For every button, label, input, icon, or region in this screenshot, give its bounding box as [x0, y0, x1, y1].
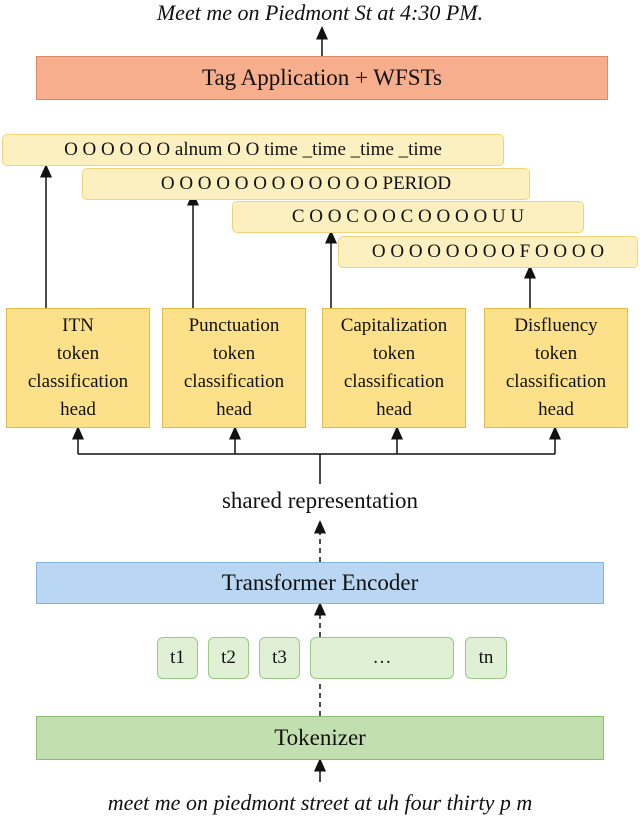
punctuation-classification-head: Punctuation token classification head	[162, 308, 306, 428]
head-line: classification	[505, 371, 607, 392]
head-line: head	[60, 399, 96, 420]
token-t3: t3	[259, 637, 300, 679]
disfluency-tag-sequence: O O O O O O O O F O O O O	[338, 236, 638, 268]
head-line: head	[216, 399, 252, 420]
punctuation-tag-sequence: O O O O O O O O O O O O PERIOD	[82, 168, 530, 200]
head-line: classification	[27, 371, 129, 392]
token-t1: t1	[157, 637, 198, 679]
head-line: Punctuation	[188, 315, 280, 336]
head-line: ITN	[62, 315, 94, 336]
head-line: token	[534, 343, 578, 364]
token-t2: t2	[208, 637, 249, 679]
head-line: Disfluency	[514, 315, 598, 336]
tag-application-box: Tag Application + WFSTs	[36, 56, 608, 100]
head-line: token	[56, 343, 100, 364]
tokenizer-box: Tokenizer	[36, 716, 604, 760]
capitalization-tag-sequence: C O O C O O C O O O O U U	[232, 201, 584, 233]
input-text: meet me on piedmont street at uh four th…	[107, 790, 533, 815]
head-line: head	[538, 399, 574, 420]
head-line: head	[376, 399, 412, 420]
head-line: Capitalization	[340, 315, 448, 336]
shared-representation-label: shared representation	[221, 488, 419, 513]
disfluency-classification-head: Disfluency token classification head	[484, 308, 628, 428]
head-line: token	[372, 343, 416, 364]
head-line: token	[212, 343, 256, 364]
itn-classification-head: ITN token classification head	[6, 308, 150, 428]
transformer-encoder-box: Transformer Encoder	[36, 562, 604, 604]
head-line: classification	[183, 371, 285, 392]
head-line: classification	[343, 371, 445, 392]
output-text: Meet me on Piedmont St at 4:30 PM.	[156, 0, 484, 25]
capitalization-classification-head: Capitalization token classification head	[322, 308, 466, 428]
token-ellipsis: …	[310, 637, 454, 679]
token-tn: tn	[465, 637, 507, 679]
itn-tag-sequence: O O O O O O alnum O O time _time _time _…	[2, 134, 504, 166]
